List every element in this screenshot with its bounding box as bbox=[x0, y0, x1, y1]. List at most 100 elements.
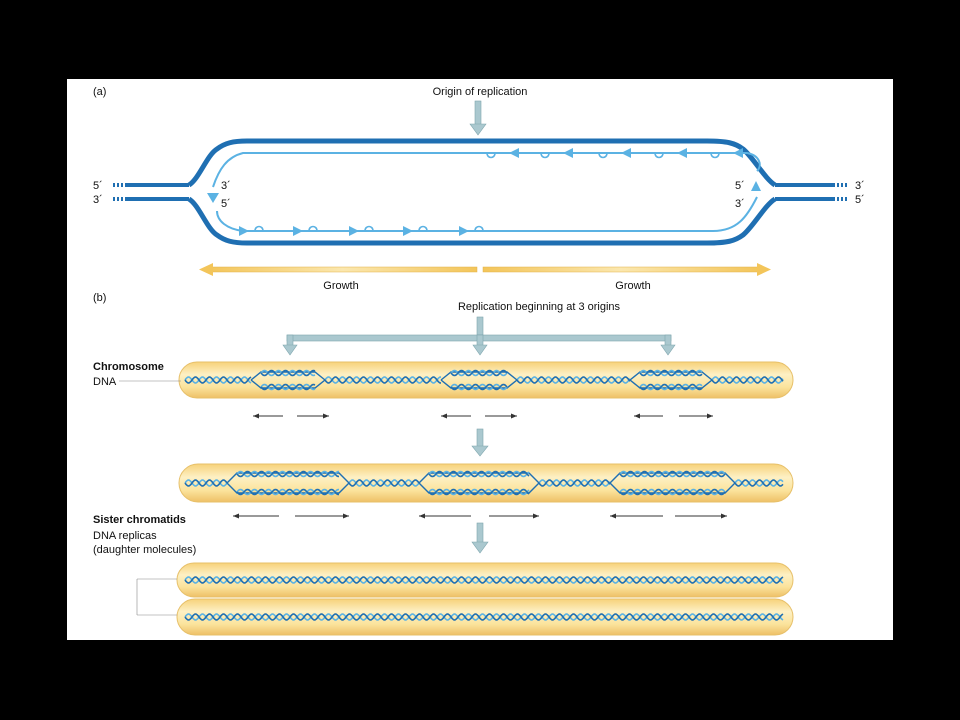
growth-arrow-left bbox=[199, 263, 478, 276]
helix-strand-dark bbox=[734, 479, 784, 487]
okazaki-loop bbox=[710, 152, 720, 159]
okazaki-arrowhead bbox=[621, 148, 631, 158]
helix-strand-dark bbox=[711, 376, 784, 384]
helix-strand-dark bbox=[184, 613, 784, 621]
right-top-end-label: 3´ bbox=[855, 180, 865, 192]
new-strand-bottom bbox=[216, 196, 758, 232]
sister-chromatid-2-dna bbox=[184, 613, 784, 621]
fork-arrow-head bbox=[343, 513, 349, 519]
helix-strand-dark bbox=[516, 376, 631, 384]
bubble-outline-bottom bbox=[629, 379, 713, 389]
bubble-outline-bottom bbox=[609, 482, 736, 494]
helix-strand-dark bbox=[348, 479, 420, 487]
helix-strand-dark bbox=[236, 488, 339, 496]
origin-label: Origin of replication bbox=[433, 86, 528, 98]
left-parental-duplex bbox=[113, 183, 189, 201]
fork-arrow-head bbox=[233, 513, 239, 519]
panel-a-tag: (a) bbox=[93, 86, 106, 98]
helix-strand-dark bbox=[184, 376, 252, 384]
okazaki-arrowhead bbox=[349, 226, 359, 236]
helix-strand-dark bbox=[184, 576, 784, 584]
okazaki-arrowhead bbox=[293, 226, 303, 236]
chromosome-1-dna bbox=[184, 369, 784, 391]
okazaki-loop bbox=[654, 152, 664, 159]
chromosome-1 bbox=[178, 361, 794, 399]
chromosome-label: Chromosome bbox=[93, 361, 164, 373]
helix-strand-light bbox=[619, 470, 726, 478]
right-parental-duplex bbox=[775, 183, 849, 201]
fork-arrow-head bbox=[323, 413, 329, 419]
helix-strand-light bbox=[428, 488, 530, 496]
helix-strand-light bbox=[236, 488, 339, 496]
replicas-bracket bbox=[136, 578, 177, 616]
helix-strand-dark bbox=[260, 369, 316, 377]
okazaki-arrowhead bbox=[403, 226, 413, 236]
sister-chromatids-label: Sister chromatids bbox=[93, 514, 186, 526]
okazaki-loop bbox=[308, 225, 318, 232]
left-top-end-label: 5´ bbox=[93, 180, 103, 192]
new-strand-top bbox=[212, 152, 761, 188]
origin-arrow bbox=[469, 100, 487, 136]
helix-strand-dark bbox=[428, 488, 530, 496]
inner-left-bottom-label: 5´ bbox=[221, 198, 231, 210]
sister-chromatid-1-dna bbox=[184, 576, 784, 584]
fork-arrow-head bbox=[721, 513, 727, 519]
okazaki-arrowhead bbox=[563, 148, 573, 158]
fork-arrows-1 bbox=[253, 413, 713, 419]
helix-strand-dark bbox=[450, 383, 508, 391]
bubble-top-strand bbox=[187, 138, 777, 188]
dna-label: DNA bbox=[93, 376, 117, 388]
inner-right-top-label: 5´ bbox=[735, 180, 745, 192]
okazaki-loop bbox=[598, 152, 608, 159]
origins-arrows bbox=[282, 316, 676, 356]
bubble-outline-top bbox=[609, 472, 736, 484]
helix-strand-light bbox=[734, 479, 784, 487]
chromosome-2-dna bbox=[184, 470, 784, 496]
panel-b-tag: (b) bbox=[93, 292, 106, 304]
fork-arrow-head bbox=[707, 413, 713, 419]
okazaki-loop bbox=[540, 152, 550, 159]
bubble-bottom-strand bbox=[187, 196, 777, 246]
right-bottom-end-label: 5´ bbox=[855, 194, 865, 206]
okazaki-loop bbox=[418, 225, 428, 232]
helix-strand-light bbox=[260, 383, 316, 391]
inner-left-top-label: 3´ bbox=[221, 180, 231, 192]
helix-strand-light bbox=[324, 376, 441, 384]
helix-strand-dark bbox=[236, 470, 339, 478]
leading-arrowhead-left bbox=[207, 193, 219, 203]
helix-strand-light bbox=[236, 470, 339, 478]
leading-arrowhead-right bbox=[751, 181, 761, 191]
replication-diagram: (a) Origin of replication 5´ 3´ 3´ 5´ 3´… bbox=[93, 86, 865, 636]
okazaki-loop bbox=[254, 225, 264, 232]
okazaki-arrowhead bbox=[677, 148, 687, 158]
helix-strand-light bbox=[184, 613, 784, 621]
down-arrow-1 bbox=[471, 428, 489, 457]
figure-panel: (a) Origin of replication 5´ 3´ 3´ 5´ 3´… bbox=[67, 79, 893, 640]
origins-label: Replication beginning at 3 origins bbox=[458, 301, 621, 313]
okazaki-loop bbox=[364, 225, 374, 232]
helix-strand-dark bbox=[619, 488, 726, 496]
fork-arrow-head bbox=[419, 513, 425, 519]
helix-strand-dark bbox=[324, 376, 441, 384]
helix-strand-light bbox=[184, 576, 784, 584]
helix-strand-light bbox=[639, 369, 703, 377]
bubble-outline-top bbox=[629, 371, 713, 381]
growth-arrow-right bbox=[482, 263, 771, 276]
okazaki-loop bbox=[486, 152, 496, 159]
fork-arrow-head bbox=[511, 413, 517, 419]
down-arrow-2 bbox=[471, 522, 489, 554]
helix-strand-light bbox=[184, 376, 252, 384]
helix-strand-light bbox=[639, 383, 703, 391]
fork-arrow-head bbox=[610, 513, 616, 519]
fork-arrow-head bbox=[533, 513, 539, 519]
okazaki-arrowhead bbox=[733, 148, 743, 158]
helix-strand-light bbox=[428, 470, 530, 478]
dna-replicas-label: DNA replicas bbox=[93, 530, 157, 542]
growth-left-label: Growth bbox=[323, 280, 358, 292]
okazaki-arrowhead bbox=[239, 226, 249, 236]
okazaki-fragments-top bbox=[486, 148, 743, 159]
helix-strand-dark bbox=[619, 470, 726, 478]
okazaki-arrowhead bbox=[509, 148, 519, 158]
inner-right-bottom-label: 3´ bbox=[735, 198, 745, 210]
fork-arrow-head bbox=[441, 413, 447, 419]
